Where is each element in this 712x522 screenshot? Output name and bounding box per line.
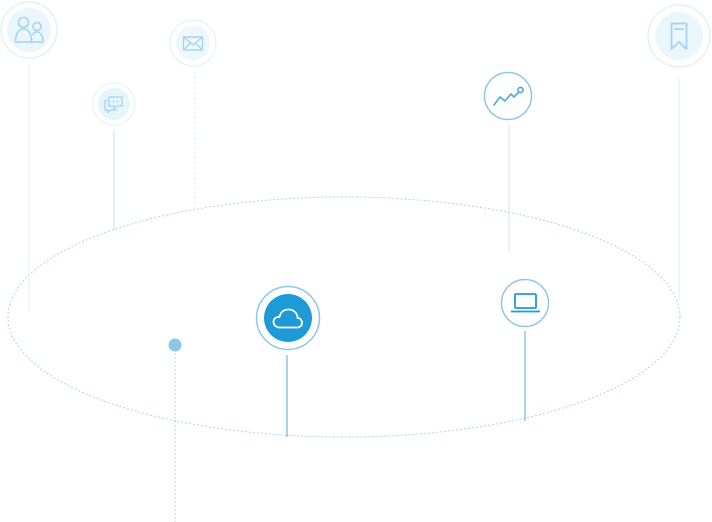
cloud-icon [272, 308, 303, 329]
orbit-ellipse [7, 196, 681, 438]
bookmark-icon [670, 22, 688, 50]
laptop-icon [511, 293, 540, 313]
node-analytics [483, 71, 533, 121]
node-chat [92, 82, 136, 126]
mail-icon [182, 36, 204, 51]
dot-icon [168, 338, 182, 352]
node-point [168, 338, 182, 352]
chat-icon [104, 96, 123, 114]
node-laptop [500, 278, 550, 328]
line-chart-icon [493, 86, 524, 106]
node-mail [169, 19, 217, 67]
node-bookmark [647, 4, 711, 68]
node-cloud [255, 285, 321, 351]
users-icon [14, 16, 44, 43]
node-users [0, 1, 58, 59]
